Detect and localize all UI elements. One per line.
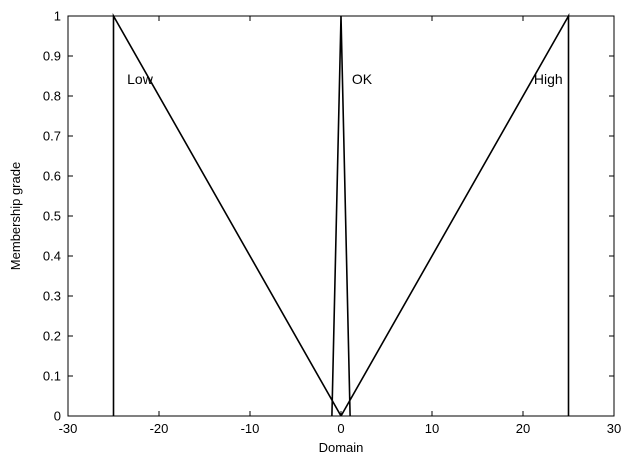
x-tick-label: -30 xyxy=(59,421,78,436)
series-label-high: High xyxy=(534,71,563,87)
x-tick-label: 20 xyxy=(516,421,530,436)
series-group: Low OK High xyxy=(112,12,570,417)
x-tick-label: -20 xyxy=(150,421,169,436)
y-tick-label: 0.5 xyxy=(43,209,61,224)
y-tick-label: 0 xyxy=(54,409,61,424)
y-tick-label: 0.2 xyxy=(43,329,61,344)
series-line-high xyxy=(340,12,570,417)
y-tick-label: 0.6 xyxy=(43,169,61,184)
x-tick-label: 30 xyxy=(607,421,621,436)
x-tick-label: -10 xyxy=(241,421,260,436)
x-axis-label: Domain xyxy=(319,440,364,455)
x-tick-label: 0 xyxy=(337,421,344,436)
axes-group: -30 -20 -10 0 10 20 30 0 0.1 0.2 0.3 0.4 0.5 0.6 0.7 0.… xyxy=(43,9,621,437)
series-label-low: Low xyxy=(127,71,154,87)
series-label-ok: OK xyxy=(352,71,373,87)
y-tick-label: 0.7 xyxy=(43,129,61,144)
series-line-ok xyxy=(331,15,351,417)
y-tick-label: 0.9 xyxy=(43,49,61,64)
y-tick-label: 0.4 xyxy=(43,249,61,264)
y-tick-label: 1 xyxy=(54,9,61,24)
y-axis-label: Membership grade xyxy=(8,162,23,270)
series-line-low xyxy=(112,12,342,417)
x-tick-label: 10 xyxy=(425,421,439,436)
y-tick-label: 0.8 xyxy=(43,89,61,104)
y-tick-label: 0.3 xyxy=(43,289,61,304)
y-tick-label: 0.1 xyxy=(43,369,61,384)
